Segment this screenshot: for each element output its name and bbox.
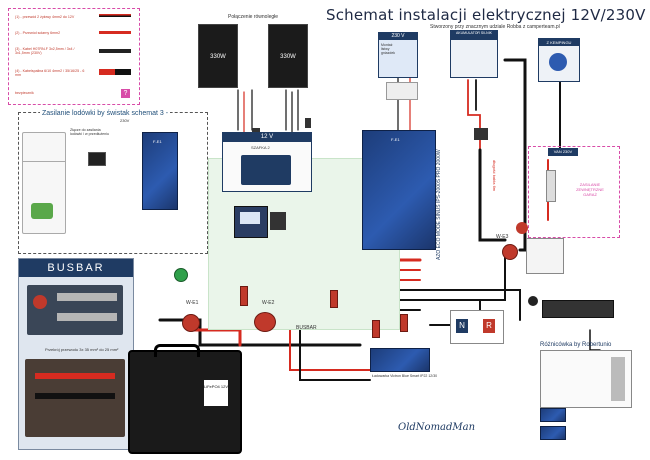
socket-outlets <box>386 82 418 100</box>
legend-row: bezpiecznik <box>15 91 34 95</box>
fridge <box>22 132 66 234</box>
rcd-device <box>526 238 564 274</box>
legend-wire-sample <box>99 14 131 17</box>
legend-wire-sample <box>99 49 131 53</box>
page-subtitle: Stworzony przy znacznym udziale Robba z … <box>430 24 560 30</box>
busbar-photo <box>27 285 123 335</box>
fuse-icon: ? <box>121 89 130 98</box>
inverter-label: F-E1 <box>391 137 400 142</box>
solar-caption: Połączenie równoległe <box>228 14 279 20</box>
main-switch-we2[interactable] <box>254 312 276 332</box>
accumulator-box: AKUMULATOR SILNIK <box>450 30 498 78</box>
switchboard-label: 12 V <box>223 133 311 142</box>
switchboard-sub: SZAFKA 2 <box>251 145 270 150</box>
mppt-controller <box>234 206 268 238</box>
busbar-photo-2 <box>25 359 125 437</box>
fridge-title: Zasilanie lodówki by świstak schemat 3 - <box>40 110 171 117</box>
fridge-note: Złącze do zasilania lodówki / w przedłuż… <box>70 128 109 136</box>
fuse <box>372 320 380 338</box>
cable-length: długość kabla 6m <box>492 160 497 192</box>
main-switch-we3[interactable] <box>502 244 518 260</box>
switch-r: R <box>483 319 495 333</box>
legend-wire-sample <box>99 69 131 75</box>
fridge-inverter: F-E1 <box>142 132 178 210</box>
cable-connector <box>474 128 488 140</box>
busbar-title: BUSBAR <box>19 259 133 277</box>
fridge-food <box>31 203 53 219</box>
charger-label: Ładowarka Victron Blue Smart IP22 12/30 <box>372 374 438 378</box>
breaker-red <box>516 222 528 234</box>
socket-panel-230v: 230 V Montaż listwy gniazdek <box>378 32 418 78</box>
power-strip <box>542 300 614 318</box>
legend-row: (2) - Przewód solarny 6mm2 <box>15 31 61 35</box>
voltage-meter <box>174 268 188 282</box>
rcd-caption: Różnicówka by Robertunio <box>540 342 612 348</box>
accumulator-label: AKUMULATOR SILNIK <box>451 31 497 40</box>
external-power-zone <box>528 146 620 238</box>
we2-label: W-E2 <box>262 300 275 306</box>
panel-label: 330W <box>280 53 296 60</box>
fridge-controller <box>88 152 106 166</box>
solar-panel-right: 330W <box>268 24 308 88</box>
fridge-voltage: 230V <box>120 118 130 123</box>
legend-wire-sample <box>99 31 131 34</box>
van-label: VAN 230V <box>548 148 578 156</box>
page-title: Schemat instalacji elektrycznej 12V/230V <box>326 6 646 24</box>
rcd-board <box>540 350 632 408</box>
battery-monitor <box>270 212 286 230</box>
ext-label: ZASILANIE ZEWNĘTRZNE GARAŻ <box>576 182 604 197</box>
legend-row: (1) - przewód 2 żyłowy 4mm2 do 12V <box>15 15 75 19</box>
battery-label: LiFePO4 12V <box>204 380 228 406</box>
fuse <box>330 290 338 308</box>
switch-n: N <box>456 319 468 333</box>
inverter-small <box>540 426 566 440</box>
changeover-switch: N R <box>450 310 504 344</box>
inverter-small <box>540 408 566 422</box>
solar-panel-left: 330W <box>198 24 238 88</box>
we3-label: W-E3 <box>496 234 509 240</box>
brand-logo: OldNomadMan <box>398 422 476 433</box>
legend-row: (4) - Kabelspalina 6/10 4mm2 / 35/16/25 … <box>15 69 85 77</box>
usb-socket <box>528 296 538 306</box>
socket-panel-label: 230 V <box>379 33 417 40</box>
main-inverter: F-E1 <box>362 130 436 250</box>
we1-label: W-E1 <box>186 300 199 306</box>
legend-row: (3) - Kabel H07RN-F 3x2,5mm / 3x4 / 3x1,… <box>15 47 75 55</box>
busbar-panel: BUSBAR Przekrój przewodu 3x 35 mm² do 25… <box>18 258 134 450</box>
inverter-label: F-E1 <box>153 139 162 144</box>
busbar-label: BUSBAR <box>296 325 317 331</box>
fuse <box>400 314 408 332</box>
camping-label: Z KEMPINGU <box>539 39 579 46</box>
mc4-connector <box>252 128 260 134</box>
fuse <box>240 286 248 306</box>
main-switch-we1[interactable] <box>182 314 200 332</box>
camping-socket-box: Z KEMPINGU <box>538 38 580 82</box>
switchboard-12v: 12 V SZAFKA 2 <box>222 132 312 192</box>
battery: LiFePO4 12V <box>128 344 242 454</box>
socket-panel-sub: Montaż listwy gniazdek <box>381 43 396 55</box>
inverter-model: AZO ECO MODE SINUS IPS-2000S PRO 2000W <box>436 149 442 260</box>
battery-charger <box>370 348 430 372</box>
busbar-caption: Przekrój przewodu 3x 35 mm² do 25 mm² <box>45 347 119 352</box>
ext-plug <box>546 170 556 202</box>
solar-breaker <box>305 118 311 128</box>
panel-label: 330W <box>210 53 226 60</box>
legend-box: (1) - przewód 2 żyłowy 4mm2 do 12V (2) -… <box>8 8 140 105</box>
fuse-box <box>241 155 291 185</box>
